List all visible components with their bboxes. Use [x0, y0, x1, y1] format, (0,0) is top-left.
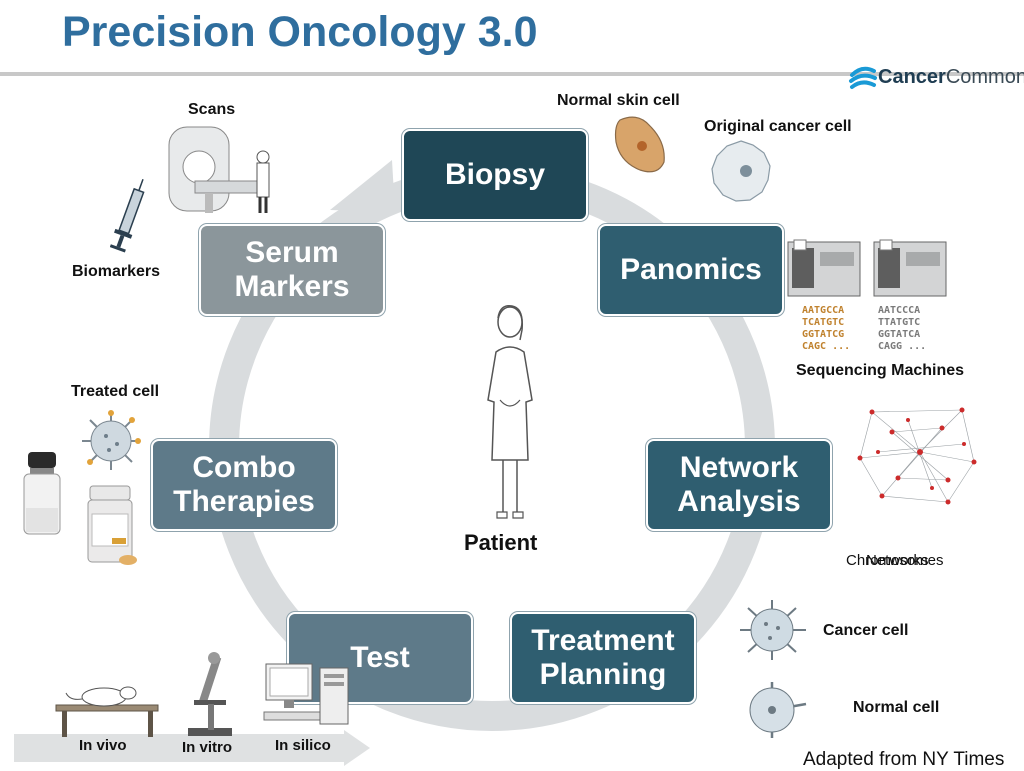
step-combo-therapies[interactable]: Combo Therapies — [151, 439, 337, 531]
in-vitro-label: In vitro — [182, 739, 233, 756]
chromosomes-label: Chromosomes — [846, 552, 944, 569]
cancer-cell-icon — [740, 600, 806, 660]
step-network-analysis[interactable]: Network Analysis — [646, 439, 832, 531]
vial-icon — [23, 452, 61, 535]
biomarkers-label: Biomarkers — [72, 263, 161, 280]
step-serum-markers[interactable]: Serum Markers — [199, 224, 385, 316]
syringe-icon — [110, 179, 145, 253]
computer-icon — [263, 663, 349, 725]
scans-label: Scans — [188, 101, 236, 118]
step-test[interactable]: Test — [287, 612, 473, 704]
normal-cell-icon — [749, 682, 807, 738]
mouse-on-table-icon — [55, 686, 159, 737]
cycle-arrowhead — [330, 160, 395, 212]
cancer-cell-label: Cancer cell — [823, 622, 909, 639]
in-vivo-label: In vivo — [79, 737, 127, 754]
step-biopsy[interactable]: Biopsy — [402, 129, 588, 221]
in-silico-label: In silico — [275, 737, 331, 754]
normal-cell-label: Normal cell — [853, 699, 940, 716]
network-graph-icon — [857, 407, 977, 505]
lab-stage-arrow — [14, 730, 370, 766]
slide-title: Precision Oncology 3.0 — [62, 8, 538, 56]
patient-label: Patient — [464, 530, 538, 555]
microscope-icon — [188, 652, 232, 736]
dna-sequence-right: AATCCCA TTATGTC GGTATCA CAGG ... — [878, 305, 927, 352]
logo-icon — [849, 66, 877, 89]
ct-scanner-icon — [168, 126, 270, 213]
original-cancer-cell-label: Original cancer cell — [704, 118, 852, 135]
source-credit: Adapted from NY Times — [803, 749, 1005, 770]
skin-cell-icon — [614, 116, 665, 173]
treated-cell-label: Treated cell — [71, 383, 160, 400]
cancer-cell-icon — [711, 140, 771, 202]
dna-sequence-left: AATGCCA TCATGTC GGTATCG CAGC ... — [802, 305, 851, 352]
sequencer-icon — [873, 239, 947, 297]
networks-label: Networks — [866, 552, 929, 569]
pill-bottle-icon — [87, 485, 137, 565]
treated-cell-icon — [82, 410, 141, 470]
title-divider — [0, 72, 1024, 76]
sequencing-machines-label: Sequencing Machines — [796, 362, 965, 379]
logo-wordmark: CancerCommons — [878, 66, 1024, 88]
step-panomics[interactable]: Panomics — [598, 224, 784, 316]
normal-skin-cell-label: Normal skin cell — [557, 92, 680, 109]
step-treatment-planning[interactable]: Treatment Planning — [510, 612, 696, 704]
cancer-commons-logo: CancerCommons — [848, 60, 1024, 96]
sequencer-icon — [787, 239, 861, 297]
patient-figure-icon — [487, 305, 533, 519]
